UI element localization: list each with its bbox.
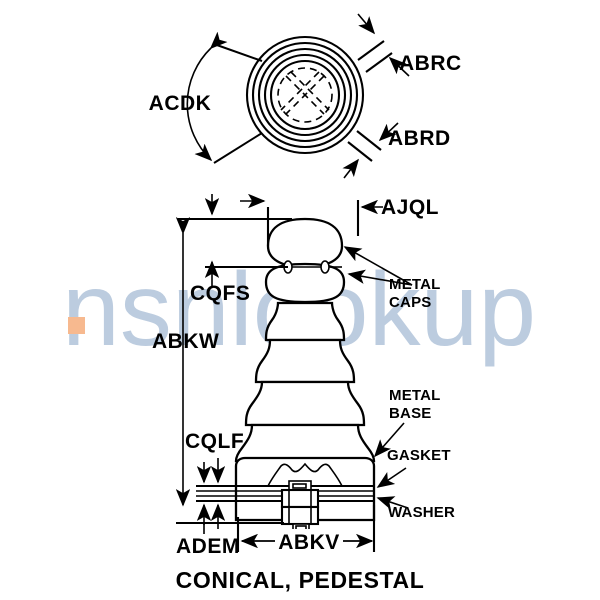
insulator-body bbox=[234, 217, 376, 534]
metal-caps-label-line1: METAL bbox=[389, 276, 441, 293]
side-view-group: AJQL CQFS ABKW bbox=[152, 193, 455, 558]
abrd-arrow-lower bbox=[342, 158, 359, 179]
dimension-adem: ADEM bbox=[176, 521, 284, 558]
metal-caps-leader-upper bbox=[343, 246, 413, 286]
abrd-ext-line-1 bbox=[356, 130, 382, 151]
dimension-ajql: AJQL bbox=[356, 196, 439, 236]
bolt-collar-lower bbox=[280, 505, 320, 526]
petticoat-3 bbox=[244, 380, 366, 427]
abrc-arrow-upper bbox=[357, 13, 376, 35]
hidden-rib-a2 bbox=[290, 71, 330, 111]
abrc-ext-line-2 bbox=[365, 52, 393, 73]
dimension-abrc: ABRC bbox=[357, 13, 462, 77]
abrc-arrow-lower bbox=[388, 56, 410, 77]
acdk-arc bbox=[186, 31, 228, 162]
figure-caption: CONICAL, PEDESTAL bbox=[176, 567, 425, 593]
cqlf-label: CQLF bbox=[185, 430, 244, 453]
abkw-label: ABKW bbox=[152, 330, 219, 353]
metal-base-label-line2: BASE bbox=[389, 405, 431, 422]
abrd-arrow-upper bbox=[378, 122, 399, 142]
metal-cap-second bbox=[264, 262, 346, 304]
top-view-group: ACDK ABRC ABRD bbox=[149, 13, 462, 179]
top-view-hidden-detail bbox=[277, 67, 333, 123]
washer-leader bbox=[376, 496, 409, 510]
abrc-label: ABRC bbox=[399, 52, 462, 75]
mounting-bolt-assembly bbox=[280, 480, 320, 534]
metal-caps-label-line2: CAPS bbox=[389, 294, 431, 311]
dimension-abkv: ABKV bbox=[236, 505, 376, 554]
cap-hole-right bbox=[320, 260, 330, 274]
hidden-bolt-circle bbox=[277, 67, 333, 123]
metal-caps-leader-lower bbox=[347, 269, 413, 286]
bolt-collar-upper bbox=[280, 488, 320, 509]
petticoat-1 bbox=[264, 301, 346, 342]
petticoat-2 bbox=[254, 338, 356, 384]
dimension-cqfs: CQFS bbox=[190, 260, 288, 305]
callout-metal-caps: METAL CAPS bbox=[343, 246, 441, 311]
dimension-abrd: ABRD bbox=[342, 122, 451, 179]
gasket-label: GASKET bbox=[387, 447, 451, 464]
callout-metal-base: METAL BASE bbox=[373, 387, 441, 458]
ajql-label: AJQL bbox=[381, 196, 439, 219]
gasket-leader bbox=[376, 467, 407, 488]
cqfs-label: CQFS bbox=[190, 282, 250, 305]
abkv-label: ABKV bbox=[278, 531, 340, 554]
abkv-label-mask bbox=[275, 529, 343, 553]
dimension-cqlf: CQLF bbox=[185, 430, 244, 529]
dimension-abkw: ABKW bbox=[152, 217, 219, 507]
hidden-rib-b1 bbox=[285, 75, 325, 115]
dimension-acdk: ACDK bbox=[149, 31, 263, 164]
metal-base-label-line1: METAL bbox=[389, 387, 441, 404]
abrd-ext-line-2 bbox=[347, 141, 373, 162]
hidden-rib-b2 bbox=[280, 71, 320, 111]
acdk-label: ACDK bbox=[149, 92, 212, 115]
adem-label: ADEM bbox=[176, 535, 240, 558]
metal-base-leader bbox=[373, 422, 405, 458]
callout-washer: WASHER bbox=[376, 496, 455, 521]
abrd-label: ABRD bbox=[388, 127, 451, 150]
acdk-leader-top bbox=[213, 43, 263, 62]
acdk-leader-bottom bbox=[213, 132, 263, 164]
base-internal-contour bbox=[267, 462, 343, 487]
abrc-ext-line-1 bbox=[357, 40, 385, 61]
petticoat-4 bbox=[234, 423, 376, 463]
top-extension-lines bbox=[178, 193, 292, 246]
washer-label: WASHER bbox=[388, 504, 455, 521]
callout-gasket: GASKET bbox=[376, 447, 451, 488]
bolt-head-top-slot bbox=[292, 483, 307, 489]
metal-cap-top bbox=[266, 217, 344, 269]
